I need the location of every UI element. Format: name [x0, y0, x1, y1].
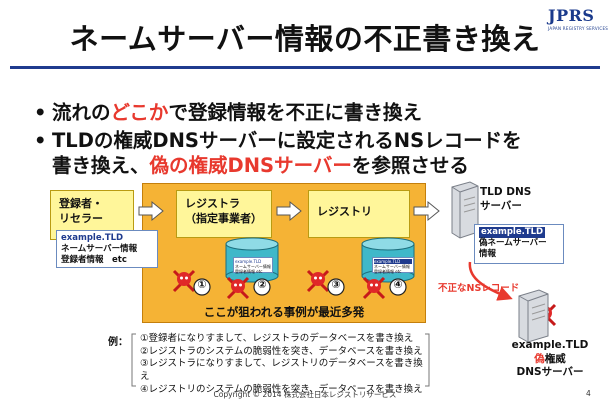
marker-circle-1	[193, 278, 211, 296]
registry-box: レジストリ	[308, 190, 410, 238]
skull-icon	[226, 276, 250, 300]
tld-server-label: TLD DNS サーバー	[480, 186, 532, 212]
examples-list: ①登録者になりすまして、レジストラのデータベースを書き換え ②レジストラのシステ…	[140, 333, 425, 396]
title-underline	[10, 66, 600, 69]
marker-2: ②	[257, 278, 267, 291]
slide-title: ネームサーバー情報の不正書き換え	[69, 22, 541, 56]
examples-label: 例：	[108, 337, 128, 348]
fake-ns-arrow	[468, 261, 513, 301]
examples-bracket-right	[425, 333, 430, 387]
bullet-dot-icon: •	[34, 101, 47, 124]
highlight-fake-dns: 偽の権威DNSサーバー	[149, 154, 352, 177]
example-item: ②レジストラのシステムの脆弱性を突き、データベースを書き換え	[140, 345, 423, 357]
skull-icon	[172, 269, 196, 293]
bullet-dot-icon: •	[34, 129, 47, 152]
fake-ns-record-label: 不正なNSレコード	[438, 283, 520, 294]
tld-fake-ns-note: example.TLD 偽ネームサーバー 情報	[474, 224, 564, 264]
skull-icon	[306, 269, 330, 293]
bullet-2-continuation: 書き換え、偽の権威DNSサーバーを参照させる	[52, 154, 469, 177]
page-number: 4	[586, 389, 591, 398]
examples-bracket-left	[131, 333, 136, 387]
registrant-note: example.TLD ネームサーバー情報 登録者情報 etc	[56, 230, 158, 268]
copyright-footer: Copyright © 2014 株式会社日本レジストリサービス	[213, 390, 397, 399]
arrow-registry-to-tld	[413, 200, 440, 222]
marker-1: ①	[197, 278, 207, 291]
bullet-2: •TLDの権威DNSサーバーに設定されるNSレコードを	[34, 129, 522, 152]
skull-icon	[362, 276, 386, 300]
registry-db-label: example.TLD ネームサーバー情報 登録者情報 etc	[372, 257, 414, 274]
example-item: ④レジストリのシステムの脆弱性を突き、データベースを書き換え	[140, 383, 423, 395]
example-item: ①登録者になりすまして、レジストラのデータベースを書き換え	[140, 333, 414, 344]
jprs-logo: JPRS	[548, 6, 595, 25]
attack-caption: ここが狙われる事例が最近多発	[203, 305, 365, 319]
arrow-registrar-to-registry	[276, 200, 302, 222]
fake-server-icon	[518, 289, 549, 343]
registrar-box: レジストラ （指定事業者）	[176, 190, 272, 238]
marker-4: ④	[393, 278, 403, 291]
marker-circle-2	[253, 278, 271, 296]
fake-server-label: example.TLD 偽権威 DNSサーバー	[511, 339, 589, 379]
marker-circle-3	[327, 278, 345, 296]
marker-circle-4	[389, 278, 407, 296]
registrar-db-label: example.TLD ネームサーバー情報 登録者情報 etc	[233, 257, 273, 274]
example-item: ③レジストラになりすまして、レジストリのデータベースを書き換え	[140, 358, 423, 382]
marker-3: ③	[331, 278, 341, 291]
arrow-registrant-to-registrar	[138, 200, 164, 222]
bullet-1: •流れのどこかで登録情報を不正に書き換え	[34, 101, 422, 124]
highlight-somewhere: どこか	[110, 101, 169, 124]
jprs-logo-subtitle: JAPAN REGISTRY SERVICES	[548, 26, 609, 31]
